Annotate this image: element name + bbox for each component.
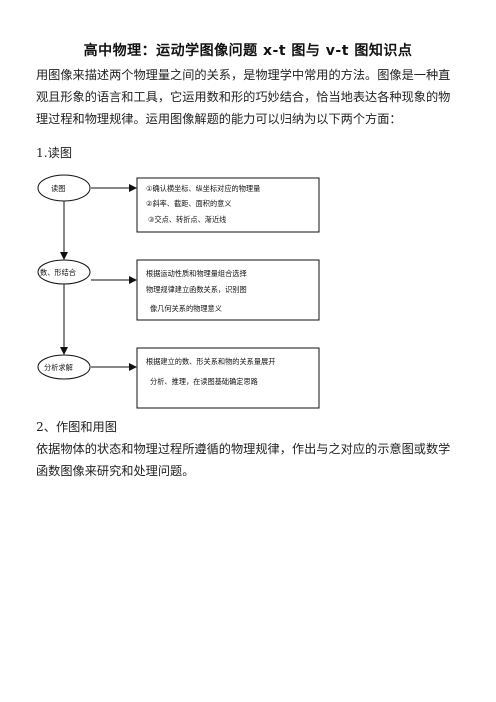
box3-line-1: 根据建立的数、形关系和物的关系量展开: [146, 357, 275, 366]
box-relations: [136, 259, 320, 321]
box-read-points: [136, 177, 320, 233]
section-heading-draw: 2、作图和用图: [36, 420, 117, 434]
document-title: 高中物理：运动学图像问题 x-t 图与 v-t 图知识点: [83, 43, 413, 59]
box3-line-2: 分析、推理，在读图基础确定思路: [150, 377, 258, 386]
box1-line-1: ①确认横坐标、纵坐标对应的物理量: [146, 184, 260, 193]
box1-line-3: ③交点、转折点、渐近线: [148, 215, 226, 224]
step3-oval: [37, 354, 91, 380]
box-analysis: [136, 347, 320, 409]
box2-line-3: 像几何关系的物理意义: [150, 304, 222, 313]
step2-label: 数、形结合: [40, 268, 76, 277]
box2-line-1: 根据运动性质和物理量组合选择: [146, 269, 247, 278]
box2-line-2: 物理规律建立函数关系，识别图: [146, 285, 247, 294]
section-heading-read: 1.读图: [36, 146, 73, 160]
step3-label: 分析求解: [44, 363, 73, 372]
section2-paragraph: 依据物体的状态和物理过程所遵循的物理规律，作出与之对应的示意图或数学函数图像来研…: [36, 442, 451, 478]
step1-label: 读图: [51, 184, 65, 193]
box1-line-2: ②斜率、截距、面积的意义: [146, 199, 232, 208]
intro-paragraph: 用图像来描述两个物理量之间的关系，是物理学中常用的方法。图像是一种直观且形象的语…: [36, 68, 451, 126]
